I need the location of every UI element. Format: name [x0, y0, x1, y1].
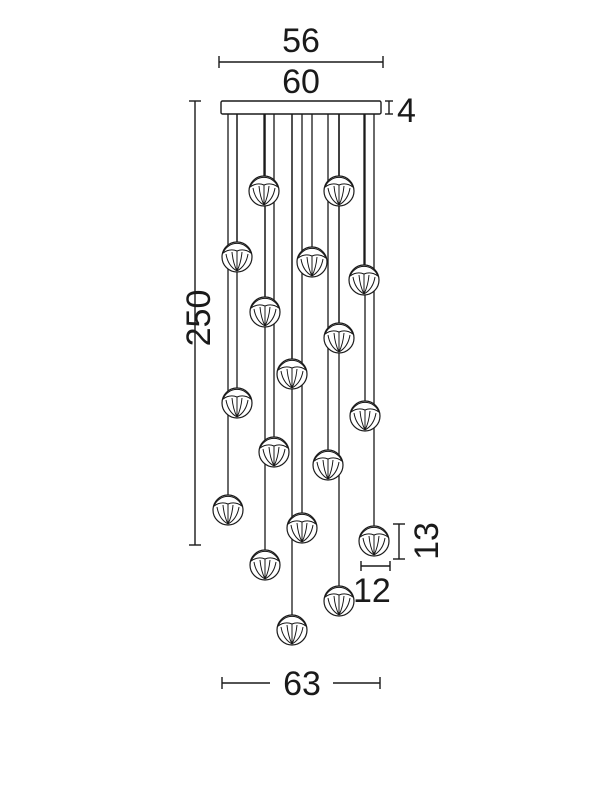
globe-cap: [323, 176, 355, 189]
dimension-13: 13: [393, 522, 446, 560]
globe-cap: [212, 495, 244, 508]
pendant-globe: [286, 512, 318, 544]
globe-cap: [296, 247, 328, 260]
pendant-globe: [221, 241, 253, 273]
pendant-globe: [249, 296, 281, 328]
pendant-globe: [323, 175, 355, 207]
globe-cap: [312, 450, 344, 463]
canopy-plate: [220, 100, 382, 115]
globe-cap: [249, 550, 281, 563]
globe-facets: [353, 410, 377, 431]
globe-facets: [352, 274, 376, 295]
globe-facets: [225, 397, 249, 418]
globe-facets: [252, 185, 276, 206]
dim-250-label: 250: [180, 290, 218, 347]
dim-12-label: 12: [353, 572, 391, 610]
globe-cap: [276, 615, 308, 628]
globe-facets: [327, 185, 351, 206]
pendant-globe: [323, 322, 355, 354]
globe-cap: [323, 323, 355, 336]
dim-13-label: 13: [408, 522, 446, 560]
pendant-globe: [248, 175, 280, 207]
pendant-globe: [296, 246, 328, 278]
globe-facets: [253, 559, 277, 580]
globe-facets: [327, 595, 351, 616]
dimension-63: 63: [221, 665, 381, 703]
globe-facets: [253, 306, 277, 327]
pendant-globe: [358, 525, 390, 557]
globe-cap: [221, 242, 253, 255]
globe-cap: [358, 526, 390, 539]
globe-cap: [258, 437, 290, 450]
pendant-globe: [349, 400, 381, 432]
globe-facets: [290, 522, 314, 543]
dim-56-label: 56: [282, 22, 320, 60]
pendant-globes: [212, 175, 390, 646]
globe-cap: [276, 359, 308, 372]
pendant-globe: [212, 494, 244, 526]
globe-facets: [316, 459, 340, 480]
dim-63-label: 63: [283, 665, 321, 703]
globe-cap: [349, 401, 381, 414]
pendant-globe: [312, 449, 344, 481]
globe-facets: [280, 368, 304, 389]
dim-4-label: 4: [397, 92, 416, 130]
dimension-56: 56: [218, 22, 384, 68]
globe-cap: [248, 176, 280, 189]
pendant-globe: [258, 436, 290, 468]
globe-cap: [221, 388, 253, 401]
globe-cap: [249, 297, 281, 310]
globe-facets: [262, 446, 286, 467]
pendant-globe: [323, 585, 355, 617]
pendant-globe: [249, 549, 281, 581]
dimension-250: 250: [180, 100, 218, 546]
globe-facets: [216, 504, 240, 525]
dimension-4: 4: [385, 92, 416, 130]
globe-cap: [348, 265, 380, 278]
dimension-12: 12: [353, 561, 391, 610]
globe-facets: [362, 535, 386, 556]
globe-cap: [286, 513, 318, 526]
dim-60-label: 60: [282, 63, 320, 101]
globe-facets: [225, 251, 249, 272]
pendant-globe: [348, 264, 380, 296]
pendant-globe: [276, 614, 308, 646]
pendant-globe: [276, 358, 308, 390]
globe-facets: [300, 256, 324, 277]
pendant-globe: [221, 387, 253, 419]
globe-facets: [280, 624, 304, 645]
globe-facets: [327, 332, 351, 353]
globe-cap: [323, 586, 355, 599]
